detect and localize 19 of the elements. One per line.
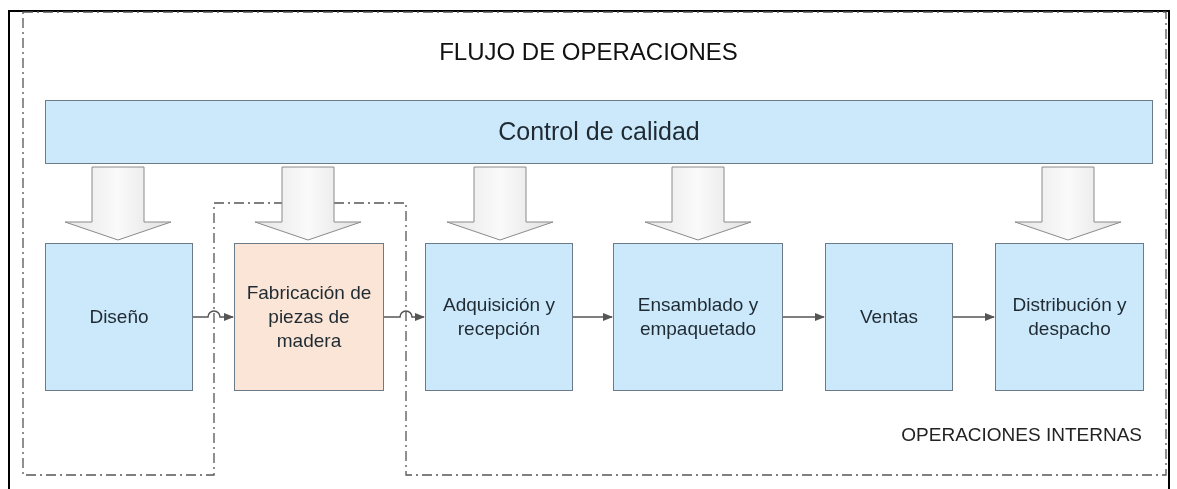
block-arrow [1014, 166, 1122, 241]
block-arrow [254, 166, 362, 241]
process-box: Ensamblado y empaquetado [613, 243, 783, 391]
title: FLUJO DE OPERACIONES [438, 37, 739, 67]
process-box: Fabricación de piezas de madera [234, 243, 384, 391]
arrow [952, 313, 995, 321]
arrow [383, 310, 425, 321]
block-arrow [64, 166, 172, 241]
process-box: Distribución y despacho [995, 243, 1144, 391]
arrow [192, 310, 234, 321]
process-box: Diseño [45, 243, 193, 391]
region-label: OPERACIONES INTERNAS [901, 422, 1142, 447]
arrow [572, 313, 613, 321]
arrow [782, 313, 825, 321]
block-arrow [644, 166, 752, 241]
process-box: Adquisición y recepción [425, 243, 573, 391]
quality-control-bar: Control de calidad [45, 100, 1153, 164]
process-box: Ventas [825, 243, 953, 391]
block-arrow [446, 166, 554, 241]
